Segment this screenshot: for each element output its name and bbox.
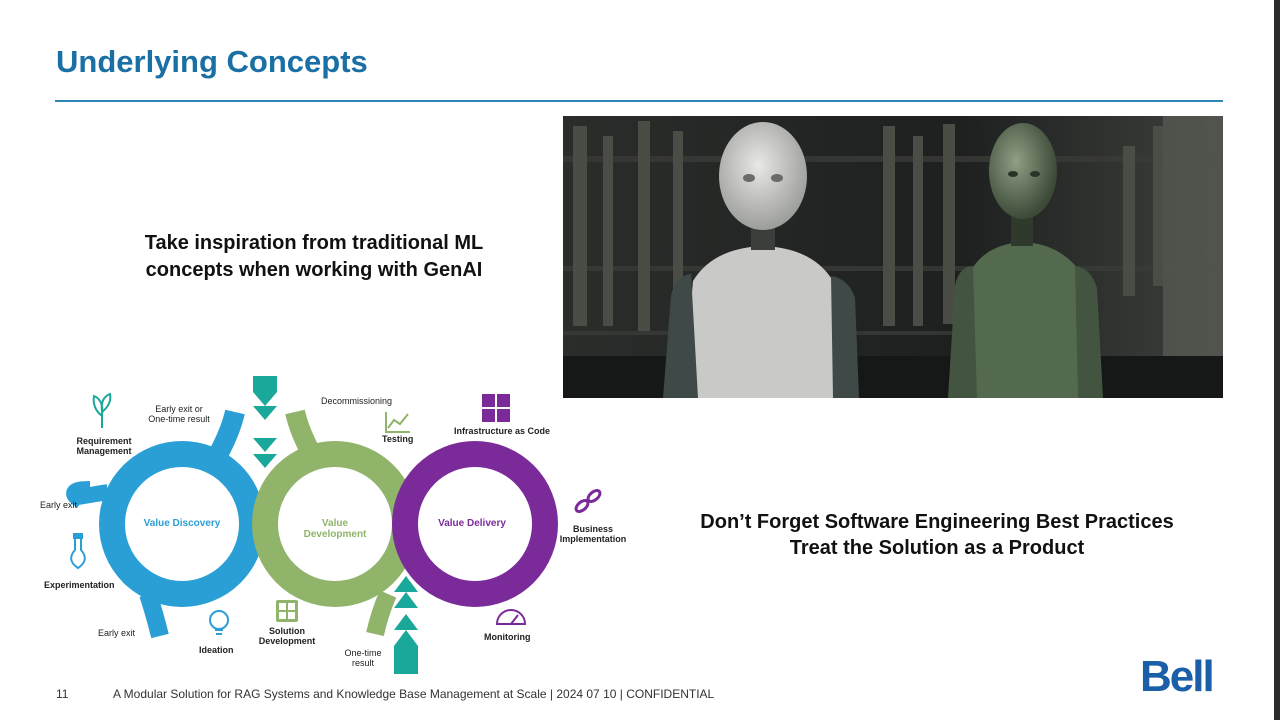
lightbulb-icon [209, 610, 229, 635]
label-requirement-management: Requirement Management [76, 436, 132, 456]
label-solution-development: Solution Development [258, 626, 316, 646]
plant-icon [92, 392, 112, 428]
label-early-exit-left: Early exit [40, 500, 78, 510]
label-ideation: Ideation [199, 645, 234, 655]
label-testing: Testing [382, 434, 414, 444]
slide-title: Underlying Concepts [56, 44, 368, 79]
label-decommissioning: Decommissioning [321, 396, 393, 406]
window-edge [1274, 0, 1280, 720]
label-experimentation: Experimentation [44, 580, 115, 590]
value-delivery-label: Value Delivery [438, 518, 506, 529]
value-discovery-label: Value Discovery [143, 518, 221, 529]
link-icon [574, 489, 602, 513]
value-development-label: Value Development [303, 518, 367, 540]
robots-illustration [563, 116, 1223, 398]
label-early-exit-top: Early exit or One-time result [148, 404, 210, 424]
label-business-implementation: Business Implementation [559, 524, 627, 544]
flask-icon [70, 533, 86, 570]
right-caption: Don’t Forget Software Engineering Best P… [640, 509, 1234, 561]
ml-lifecycle-diagram: Value Discovery Value Development Value … [30, 372, 640, 678]
label-monitoring: Monitoring [484, 632, 531, 642]
left-caption-line-2: concepts when working with GenAI [145, 259, 483, 281]
right-caption-line-2: Treat the Solution as a Product [789, 537, 1085, 559]
calculator-icon [276, 600, 298, 622]
label-one-time-result: One-time result [344, 648, 382, 668]
left-caption: Take inspiration from traditional ML con… [108, 230, 520, 284]
robots-photo [563, 116, 1223, 398]
footer-text: A Modular Solution for RAG Systems and K… [113, 687, 715, 701]
puzzle-icon [482, 394, 510, 422]
label-early-exit-bottom: Early exit [98, 628, 136, 638]
lifecycle-rings [66, 376, 602, 674]
right-caption-line-1: Don’t Forget Software Engineering Best P… [700, 511, 1174, 533]
gauge-icon [495, 609, 527, 625]
title-divider [55, 100, 1223, 102]
left-caption-line-1: Take inspiration from traditional ML [144, 232, 484, 254]
chart-icon [385, 412, 410, 433]
bell-logo: Bell [1140, 652, 1215, 701]
page-number: 11 [56, 687, 69, 701]
label-infrastructure-as-code: Infrastructure as Code [454, 426, 551, 436]
